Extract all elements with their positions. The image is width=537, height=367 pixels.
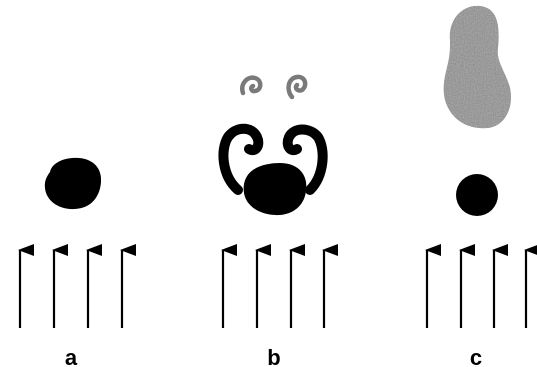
panel-label-c: c — [470, 345, 482, 367]
panel-c: c — [427, 6, 526, 367]
sphere-icon — [456, 174, 498, 216]
curl-icon — [289, 77, 306, 97]
blob-icon — [244, 163, 307, 215]
curl-icon — [242, 78, 260, 93]
arrow-group-c — [427, 250, 526, 328]
panel-label-b: b — [267, 345, 280, 367]
cloud-icon — [444, 6, 511, 128]
panel-b: b — [223, 77, 324, 367]
panel-label-a: a — [65, 345, 78, 367]
panel-a: a — [20, 158, 122, 367]
arrow-group-b — [223, 250, 324, 328]
arrow-group-a — [20, 250, 122, 328]
blob-icon — [45, 158, 101, 209]
